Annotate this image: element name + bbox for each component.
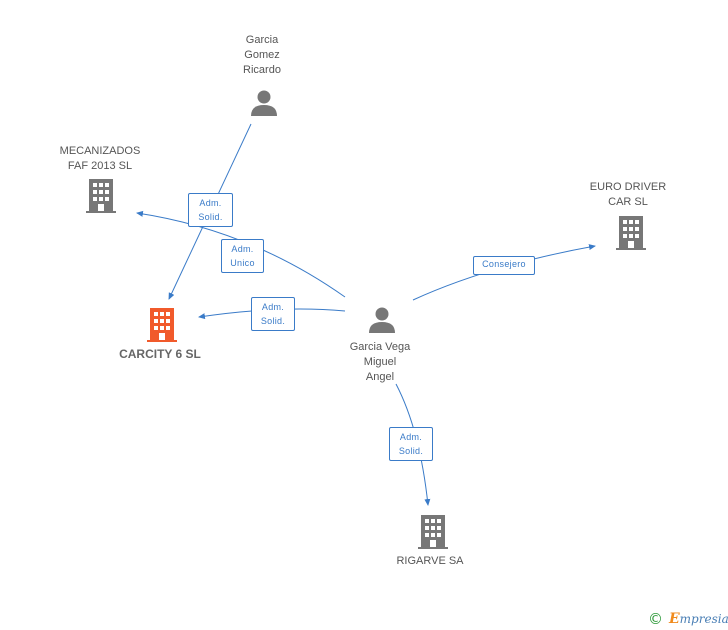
brand-text: mpresia (679, 612, 728, 626)
node-label-garcia-gomez[interactable]: Garcia Gomez Ricardo (243, 34, 281, 76)
building-icon[interactable] (86, 179, 116, 213)
person-icon[interactable] (250, 88, 278, 116)
edge-label-vega-carcity[interactable]: Adm. Solid. (251, 297, 295, 331)
building-icon-focus[interactable] (147, 308, 177, 342)
node-label-carcity[interactable]: CARCITY 6 SL (119, 347, 201, 361)
node-label-euro-driver[interactable]: EURO DRIVER CAR SL (589, 181, 667, 208)
brand-initial: E (669, 611, 680, 627)
edge-label-vega-mecanizados[interactable]: Adm. Unico (221, 239, 264, 273)
copyright-icon: © (648, 610, 663, 628)
node-label-rigarve[interactable]: RIGARVE SA (396, 555, 464, 567)
edge-label-vega-rigarve[interactable]: Adm. Solid. (389, 427, 433, 461)
building-icon[interactable] (418, 515, 448, 549)
brand-logo[interactable]: Empresia (669, 611, 728, 627)
edge-label-vega-euro[interactable]: Consejero (473, 256, 535, 275)
node-label-mecanizados[interactable]: MECANIZADOS FAF 2013 SL (59, 145, 141, 172)
building-icon[interactable] (616, 216, 646, 250)
node-label-garcia-vega[interactable]: Garcia Vega Miguel Angel (349, 341, 411, 383)
edge-label-gomez-carcity[interactable]: Adm. Solid. (188, 193, 233, 227)
person-icon[interactable] (368, 305, 396, 333)
